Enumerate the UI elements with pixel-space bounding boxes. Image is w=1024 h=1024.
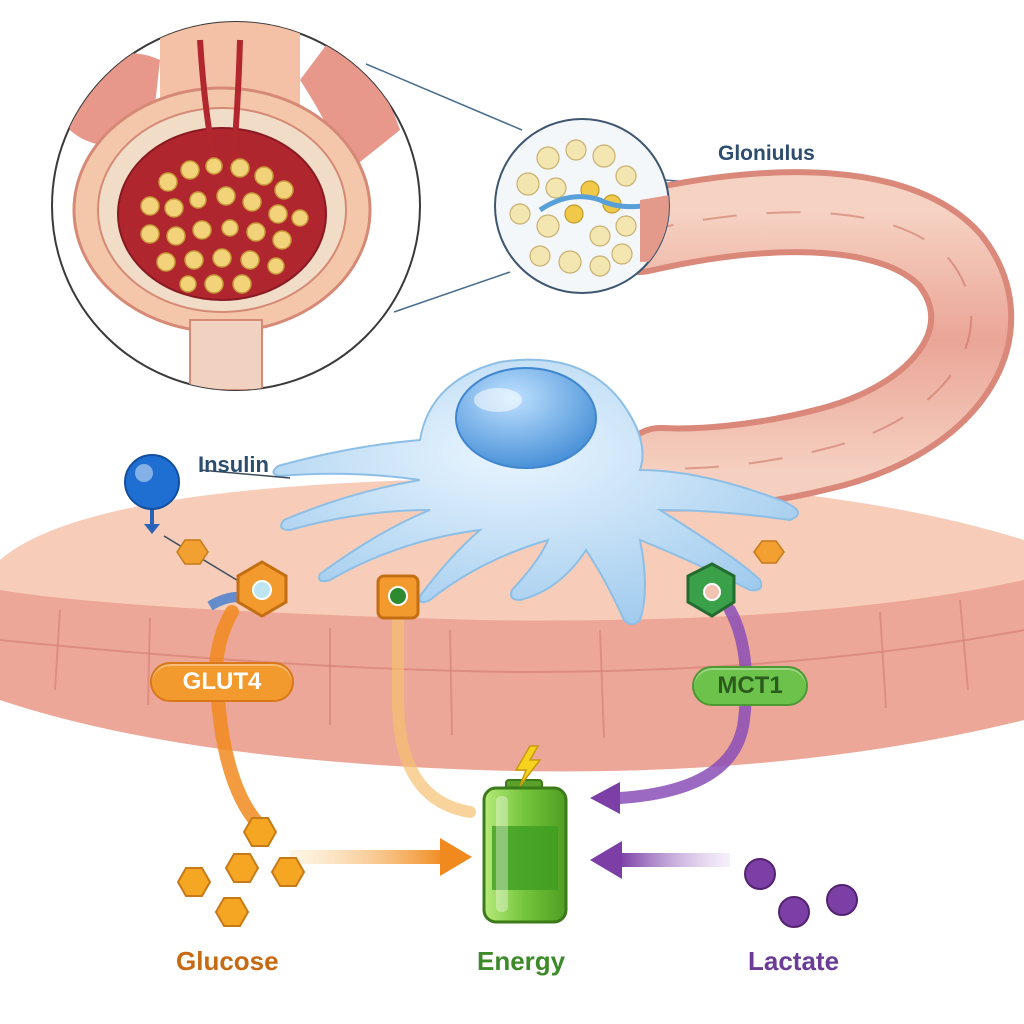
lightning-bolt-icon — [514, 745, 542, 787]
mct1-to-energy-arrowhead — [590, 782, 620, 814]
glut4-transporter — [207, 560, 288, 618]
membrane-glucose-hexagon — [176, 539, 209, 565]
glomerulus-magnified-view — [51, 21, 421, 391]
glucose-molecules — [176, 817, 306, 927]
insulin-label: Insulin — [198, 452, 269, 477]
mct1-to-energy-arrow — [614, 604, 753, 804]
transporter-to-energy-arrow — [392, 612, 476, 818]
glucose-label: Glucose — [176, 946, 279, 976]
mct1-label: MCT1 — [692, 666, 808, 706]
glomerulus-detail-view — [494, 118, 670, 294]
cell — [272, 358, 799, 625]
insulin-molecule — [124, 454, 291, 589]
mct1-transporter — [686, 562, 736, 618]
glomerulus-nodules — [140, 157, 309, 294]
glucose-to-energy-arrow — [290, 838, 472, 876]
tubule-vessel — [597, 169, 1015, 512]
lactate-molecules — [744, 858, 858, 928]
energy-label: Energy — [477, 946, 566, 976]
membrane-glucose-hexagon-right — [753, 540, 785, 564]
glomerulus-label: Gloniulus — [718, 142, 815, 165]
lactate-label: Lactate — [748, 946, 840, 976]
lactate-to-energy-arrow — [590, 841, 730, 879]
energy-battery — [482, 779, 568, 924]
glut4-label: GLUT4 — [150, 662, 294, 702]
cell-nucleus — [455, 367, 597, 469]
orange-transporter — [376, 574, 420, 620]
